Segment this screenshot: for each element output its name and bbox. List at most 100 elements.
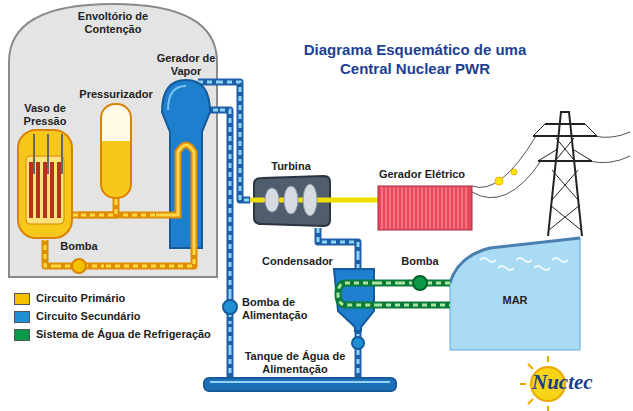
fuel-rod [57,162,61,218]
containment-outline [9,4,217,277]
spark [495,177,503,185]
legend-swatch [14,311,30,323]
cooling-pump: Bomba [400,255,442,291]
title-box: Diagrama Esquemático de uma Central Nucl… [288,40,542,78]
generator-winding [430,187,431,229]
generator-winding [442,187,443,229]
pressurizer-shell [101,104,131,198]
sea-wave [534,266,550,270]
pressurizer-water [101,141,131,198]
generator-winding [458,187,459,229]
node-label: MAR [490,294,540,307]
vessel-shell [18,130,72,238]
spark [511,169,517,175]
control-rod [61,134,63,174]
generator-winding [414,187,415,229]
transmission-tower [533,112,597,236]
generator-winding [454,187,455,229]
steam-generator: Gerador de Vapor [156,52,218,250]
generator-winding [398,187,399,229]
condensate-pump [352,337,364,349]
cooling-pipe [442,283,450,284]
pipe-casing [227,350,234,380]
pump-symbol [72,259,86,273]
pressurizer-water [101,141,131,157]
legend-text: Circuito Primário [36,292,125,305]
legend-row: Circuito Secundário [14,310,141,323]
u-tube-flow [156,145,194,250]
pump-symbol [413,276,427,290]
pipe-flow [338,283,377,305]
fuel-rod [29,162,33,218]
fuel-rod [36,162,40,218]
tank-body [204,378,396,391]
pump-symbol [223,300,237,314]
node-label: Gerador Elétrico [372,168,472,181]
sea-crest [450,238,580,283]
vessel-core [26,156,64,224]
pipe-flow [229,324,232,350]
pipe-flow [442,282,450,285]
fuel-rod [43,162,47,218]
shaft-pipe [334,200,372,201]
pipe-flow [218,110,230,294]
condenser: Condensador [262,255,377,335]
node-label: Turbina [250,160,332,173]
primary-pump: Bomba [56,240,104,274]
pipe-casing [377,280,400,287]
pipe-casing [442,280,450,287]
pressurizer-steam [101,104,131,198]
generator-winding [382,187,383,229]
sea-wave [498,266,514,270]
pipe-casing [218,110,230,294]
node-label: Envoltório de Contenção [68,10,158,36]
cooling-pipe [377,283,400,284]
sea-water [450,238,580,350]
node-label: Condensador [262,255,338,268]
node-label: Gerador de Vapor [156,52,216,78]
generator-winding [438,187,439,229]
secondary-pipe [218,82,250,200]
power-line [594,132,630,137]
diagram-title: Diagrama Esquemático de uma Central Nucl… [288,40,542,78]
legend-text: Circuito Secundário [36,310,141,323]
feedwater-pump: Bomba de Alimentação [222,294,322,324]
turbine-rotor [284,186,298,214]
pressure-vessel: Vaso de Pressão [14,100,78,240]
generator-winding [450,187,451,229]
generator-winding [418,187,419,229]
pipe-flow [377,282,400,285]
pressurizer: Pressurizador [78,86,156,200]
turbine-rotor [265,188,279,212]
node-label: Bomba [56,240,102,253]
secondary-pipe [230,324,231,350]
generator-winding [410,187,411,229]
sea-wave [480,258,496,262]
pipe-flow [229,350,232,380]
control-rod [47,134,49,174]
node-label: Tanque de Água de Alimentação [240,350,350,376]
steam-generator-shell [162,80,210,248]
pressurizer-shape [78,86,156,200]
sea-wave [552,258,568,262]
pipe-casing [338,283,377,305]
steam-dome-highlight [168,86,186,110]
node-label: Pressurizador [78,88,154,101]
sea: MAR [450,238,580,350]
legend-swatch [14,293,30,305]
control-rod [33,134,35,174]
containment-building: Envoltório de ContençãoVaso de PressãoPr… [8,2,218,278]
legend-swatch [14,329,30,341]
fuel-rod [50,162,54,218]
pipe-flow [377,304,450,307]
generator-winding [422,187,423,229]
power-line [472,161,541,198]
pipe-casing [218,82,250,200]
node-label: Bomba [400,255,440,268]
generator-body [378,186,472,230]
tank-highlight [210,381,390,383]
generator-winding [406,187,407,229]
pipe-flow [198,81,218,84]
